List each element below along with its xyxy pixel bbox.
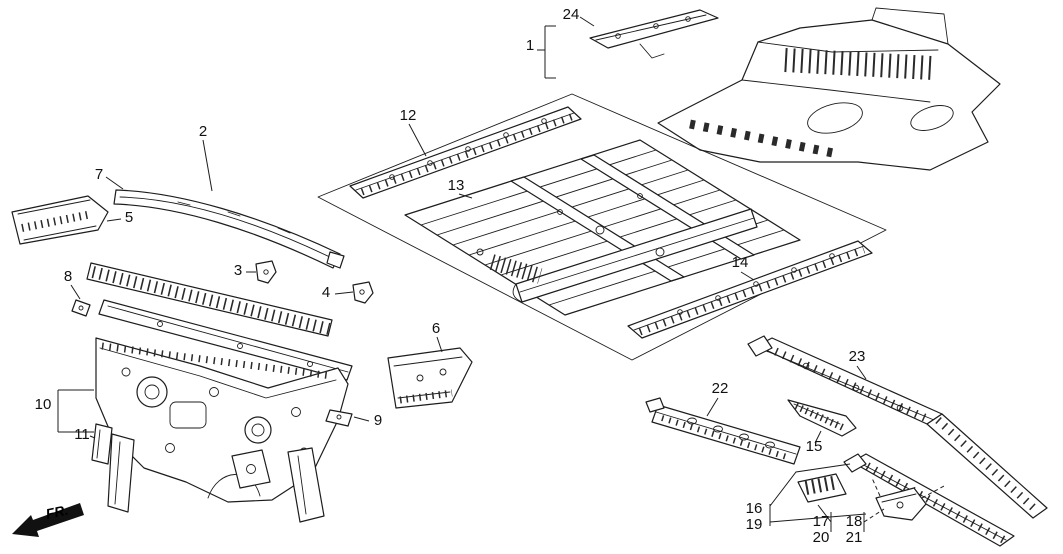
front-floor-assembly (317, 93, 887, 361)
part-17-20-stiffener (797, 473, 847, 503)
part-1-rear-floor-outline (657, 19, 1001, 171)
callout-9: 9 (374, 412, 382, 429)
callout-brackets (57, 25, 867, 532)
dash-upper-strip (86, 262, 333, 337)
callout-15: 15 (806, 438, 823, 455)
callout-22: 22 (712, 380, 729, 397)
callout-17: 17 (813, 513, 830, 530)
part-22-sill-inner (651, 404, 801, 465)
part-9-clip (325, 409, 353, 427)
floor-section-frame (317, 93, 887, 361)
callout-7: 7 (95, 166, 103, 183)
callout-19: 19 (746, 516, 763, 533)
callout-2: 2 (199, 123, 207, 140)
callout-5: 5 (125, 209, 133, 226)
callout-10: 10 (35, 396, 52, 413)
fr-direction-label: FR. (44, 502, 69, 522)
callout-23: 23 (849, 348, 866, 365)
dash-center-bracket (231, 449, 271, 489)
callout-11: 11 (74, 426, 90, 443)
part-6-panel-outline (387, 347, 473, 409)
callout-4: 4 (322, 284, 330, 301)
callout-14: 14 (732, 254, 749, 271)
part-5-panel-outline (11, 195, 109, 245)
frame-rail-extension-upper (926, 413, 1048, 519)
callout-13: 13 (448, 177, 465, 194)
callout-21: 21 (846, 529, 863, 546)
part-18-21-bracket (875, 487, 927, 521)
callout-12: 12 (400, 107, 417, 124)
rear-floor-assembly (589, 7, 1001, 171)
callout-18: 18 (846, 513, 863, 530)
dash-crossmember (98, 299, 353, 381)
part-2-cowl-top-outline (113, 189, 341, 269)
dash-left-leg (107, 433, 135, 513)
callout-8: 8 (64, 268, 72, 285)
callout-3: 3 (234, 262, 242, 279)
side-frame-assembly (645, 335, 1048, 547)
callout-20: 20 (813, 529, 830, 546)
dashboard-assembly (11, 189, 473, 523)
part-4-bracket (352, 281, 374, 304)
part-24-crossmember-outline (589, 9, 719, 49)
part-8-clip (71, 299, 91, 317)
front-direction-indicator: FR. (12, 502, 84, 537)
callout-1: 1 (526, 37, 534, 54)
callout-24: 24 (563, 6, 580, 23)
part-3-bracket (255, 260, 277, 284)
fr-arrow-icon (12, 503, 84, 537)
callout-16: 16 (746, 500, 763, 517)
part-11-stiffener (91, 423, 113, 465)
leader-lines (57, 16, 885, 532)
dash-right-leg (287, 447, 325, 523)
callout-6: 6 (432, 320, 440, 337)
